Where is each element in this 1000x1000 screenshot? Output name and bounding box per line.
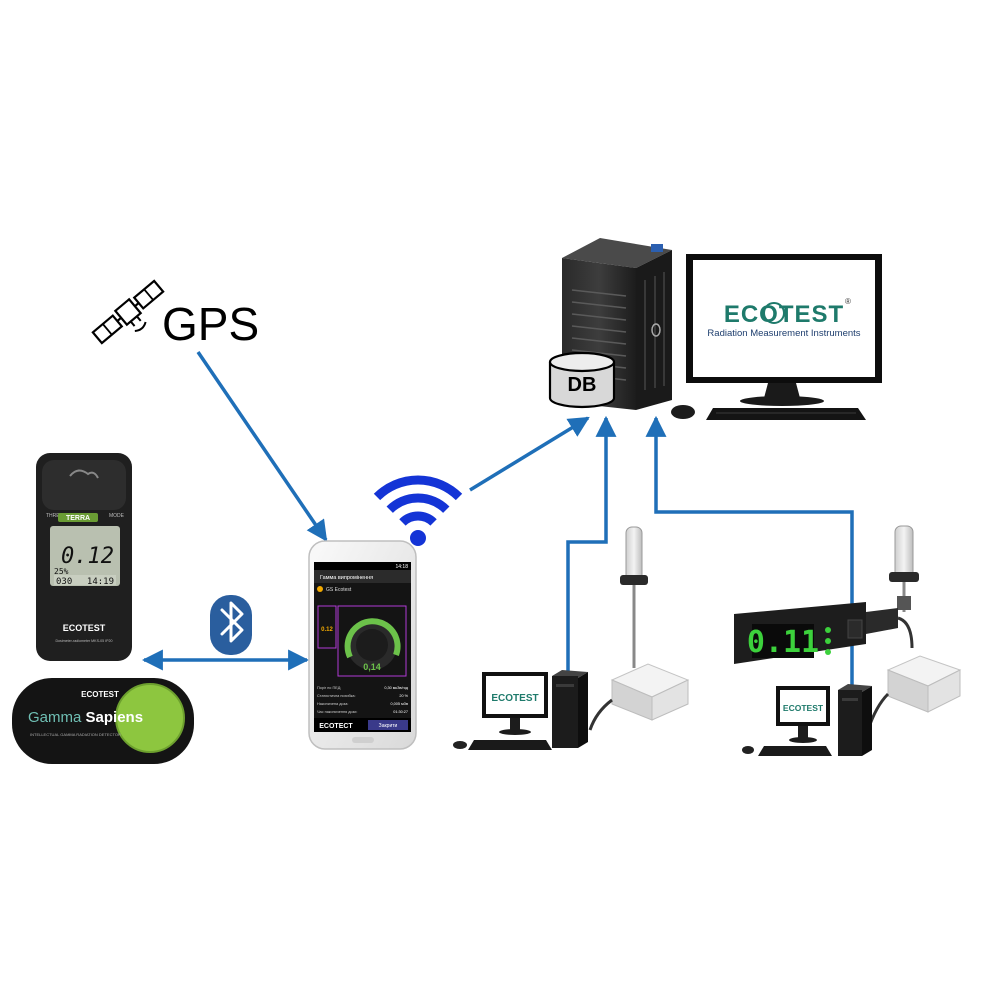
station1-pc-tower	[552, 670, 588, 748]
gamma-sapiens-button	[116, 684, 184, 752]
gps-node: GPS	[91, 279, 259, 350]
bluetooth-icon	[210, 595, 252, 655]
phone-row-label: Поріг по ПЕД:	[317, 686, 341, 690]
ecotest-registered-mark: ®	[845, 297, 851, 306]
satellite-icon	[91, 279, 165, 345]
station2-mouse	[742, 746, 754, 754]
gps-to-phone-arrow	[196, 351, 328, 542]
gamma-sapiens-subtitle: INTELLECTUAL GAMMA RADIATION DETECTOR	[30, 732, 121, 737]
phone-side-value: 0.12	[321, 627, 333, 633]
station2-monitor: ECOTEST	[776, 686, 830, 743]
smartphone: 14:18 Гамма випромінення GS Ecotest 0.12…	[308, 540, 417, 750]
server-tower	[562, 238, 672, 410]
station2-keyboard	[758, 746, 832, 756]
phone-gauge: 0,14	[344, 618, 401, 672]
led-indicator-icon	[825, 649, 831, 655]
database-icon: DB	[548, 351, 616, 409]
terra-dose-reading: 0.12	[61, 544, 114, 569]
main-keyboard	[706, 408, 866, 420]
phone-row-label: Накопичена доза:	[317, 702, 348, 706]
phone-stats: Поріг по ПЕД: 0,30 мкЗв/год Статистична …	[317, 686, 409, 714]
terra-percent: 25%	[54, 567, 69, 576]
main-monitor: ECOTEST ® Radiation Measurement Instrume…	[686, 254, 882, 406]
phone-row-value: 01:30:27	[393, 710, 408, 714]
gamma-sapiens-device: ECOTEST Gamma Sapiens INTELLECTUAL GAMMA…	[12, 678, 194, 764]
led-indicator-icon	[825, 638, 831, 644]
phone-close-button[interactable]: Закрити	[379, 723, 398, 729]
station2-sensor-probe	[889, 525, 919, 612]
gps-label: GPS	[162, 298, 259, 350]
mode-label: MODE	[109, 513, 125, 519]
station1-to-server-arrow	[566, 415, 617, 672]
server-power-button	[651, 244, 663, 252]
led-indicator-icon	[825, 627, 831, 633]
gamma-sapiens-brand: ECOTEST	[81, 690, 119, 699]
phone-app-icon	[317, 586, 323, 592]
phone-gauge-value: 0,14	[363, 662, 381, 672]
terra-name-label: TERRA	[66, 515, 90, 522]
terra-brand: ECOTEST	[63, 623, 106, 633]
station1-monitor: ECOTEST	[482, 672, 548, 735]
station1-sensor-probe	[620, 526, 648, 668]
station1-mouse	[453, 741, 467, 749]
station-2: 0.11 ECOTEST	[734, 525, 962, 756]
phone-row-value: 20 %	[399, 694, 408, 698]
station1-ecotest-logo: ECOTEST	[491, 693, 538, 704]
terra-dosimeter: THRESHOLD MODE TERRA 0.12 25% 030 14:19 …	[36, 453, 132, 661]
wifi-icon	[373, 475, 463, 546]
ecotest-tagline: Radiation Measurement Instruments	[707, 328, 860, 339]
database-label: DB	[568, 374, 597, 396]
phone-app-subtitle: GS Ecotest	[326, 587, 352, 593]
terra-counter: 030	[56, 577, 72, 587]
globe-icon	[763, 302, 785, 324]
phone-row-label: Час накопичення дози:	[317, 710, 357, 714]
phone-row-value: 0,30 мкЗв/год	[384, 686, 408, 690]
led-display-board: 0.11	[734, 602, 898, 664]
terra-time: 14:19	[87, 577, 114, 587]
server-drive-bays	[644, 272, 665, 390]
main-mouse	[671, 405, 695, 419]
phone-footer-brand: ECOTECT	[319, 723, 353, 730]
gamma-sapiens-name: Gamma Sapiens	[28, 709, 143, 726]
station2-junction-box	[886, 655, 962, 713]
terra-lcd-screen	[50, 526, 120, 586]
led-display-reading: 0.11	[747, 625, 819, 660]
station1-junction-box	[610, 663, 690, 721]
phone-row-label: Статистична похибка:	[317, 694, 356, 698]
station2-pc-tower	[838, 684, 872, 756]
terra-model-text: Dosimeter-radiometer MKS-05 IP20	[55, 639, 112, 643]
phone-to-server-arrow	[469, 416, 590, 492]
monitor-ecotest-logo: ECOTEST ® Radiation Measurement Instrume…	[707, 297, 860, 339]
station2-to-server-arrow	[645, 415, 854, 688]
connection-lines	[141, 351, 854, 688]
phone-app-title: Гамма випромінення	[320, 575, 373, 581]
phone-row-value: 0,005 мЗв	[391, 702, 408, 706]
phone-status-time: 14:18	[395, 564, 408, 570]
station1-keyboard	[468, 740, 552, 750]
server-logo-icon	[651, 323, 661, 337]
station-1: ECOTEST	[453, 526, 690, 750]
station2-ecotest-logo: ECOTEST	[783, 703, 824, 713]
